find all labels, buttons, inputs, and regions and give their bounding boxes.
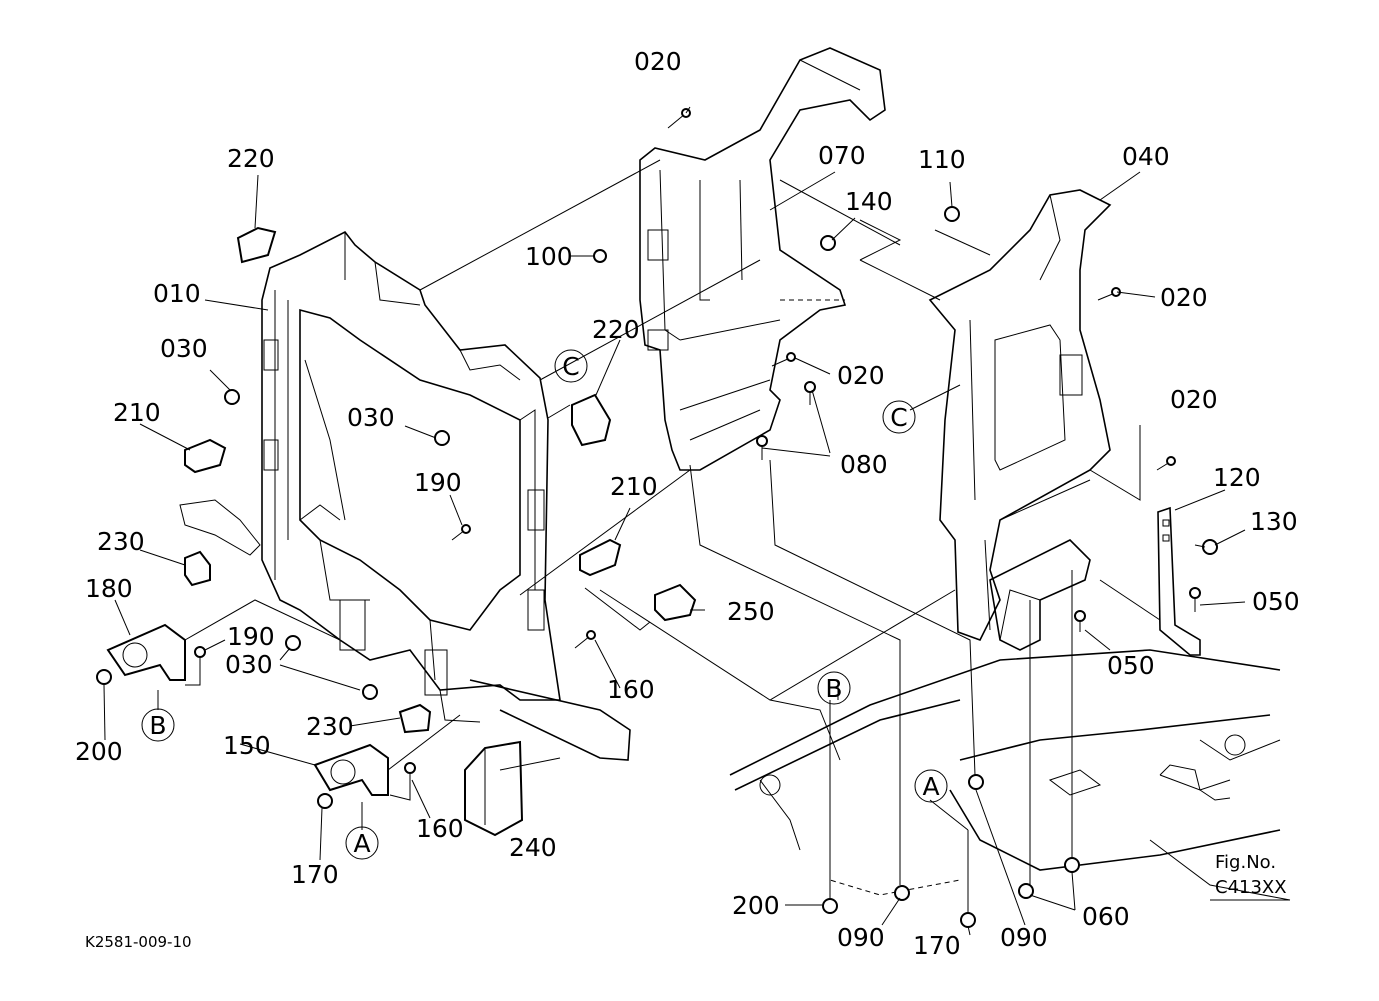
reference-mark-c-2: C [882, 400, 916, 434]
callout-210-a: 210 [113, 398, 161, 427]
reference-mark-b-2: B [141, 708, 175, 742]
callout-020-r2: 020 [1170, 385, 1218, 414]
spacer-230-b [398, 703, 432, 734]
callout-070: 070 [818, 141, 866, 170]
callout-130: 130 [1250, 507, 1298, 536]
callout-190-b: 190 [227, 622, 275, 651]
bracket-150 [313, 743, 389, 796]
part-callouts: 020 070 110 040 220 140 100 020 010 220 … [75, 47, 1300, 960]
callout-160-b: 160 [416, 814, 464, 843]
ref-b-1-label: B [825, 674, 842, 703]
callout-020-top: 020 [634, 47, 682, 76]
callout-230-b: 230 [306, 712, 354, 741]
callout-220-b: 220 [592, 315, 640, 344]
callout-090-b: 090 [1000, 923, 1048, 952]
ref-b-2-label: B [149, 711, 166, 740]
bracket-120 [1157, 506, 1201, 656]
ref-a-1-label: A [922, 772, 939, 801]
callout-020-r1: 020 [1160, 283, 1208, 312]
spacer-230-a [184, 550, 211, 587]
callout-120: 120 [1213, 463, 1261, 492]
callout-110: 110 [918, 145, 966, 174]
rubber-block-210-a [184, 438, 227, 474]
callout-040: 040 [1122, 142, 1170, 171]
ref-a-2-label: A [353, 829, 370, 858]
ref-c-1-label: C [562, 352, 579, 381]
figure-id: C413XX [1215, 877, 1287, 898]
figure-number: Fig.No. C413XX [1210, 852, 1290, 901]
callout-020-mid: 020 [837, 361, 885, 390]
figure-label: Fig.No. [1215, 852, 1276, 873]
callout-180: 180 [85, 574, 133, 603]
reference-mark-a-1: A [914, 769, 948, 803]
callout-050-a: 050 [1252, 587, 1300, 616]
callout-170-a: 170 [291, 860, 339, 889]
radiator-support-frame [261, 230, 631, 761]
callout-090-a: 090 [837, 923, 885, 952]
ref-c-2-label: C [890, 403, 907, 432]
center-shroud-panel [639, 47, 886, 471]
reference-mark-b-1: B [817, 671, 851, 705]
callout-170-b: 170 [913, 931, 961, 960]
callout-140: 140 [845, 187, 893, 216]
callout-210-b: 210 [610, 472, 658, 501]
callout-150: 150 [223, 731, 271, 760]
callout-230-a: 230 [97, 527, 145, 556]
reference-mark-a-2: A [345, 826, 379, 860]
callout-240: 240 [509, 833, 557, 862]
callout-030-a: 030 [160, 334, 208, 363]
lower-duct [989, 539, 1091, 651]
callout-050-b: 050 [1107, 651, 1155, 680]
fasteners [96, 108, 1218, 928]
callout-160-a: 160 [607, 675, 655, 704]
block-240 [464, 740, 524, 837]
right-shroud-panel [928, 189, 1112, 641]
callout-010: 010 [153, 279, 201, 308]
callout-220-a: 220 [227, 144, 275, 173]
callout-250: 250 [727, 597, 775, 626]
cushion-block-220-a [236, 226, 277, 264]
cushion-block-220-b [571, 393, 612, 447]
callout-030-b: 030 [347, 403, 395, 432]
callout-190-a: 190 [414, 468, 462, 497]
callout-060: 060 [1082, 902, 1130, 931]
leader-lines [103, 106, 1246, 936]
rubber-block-210-b [579, 538, 622, 577]
diagram-code: K2581-009-10 [85, 933, 192, 951]
chassis-frame [729, 649, 1291, 901]
callout-080: 080 [840, 450, 888, 479]
reference-mark-c-1: C [554, 349, 588, 383]
callout-200-a: 200 [75, 737, 123, 766]
block-250 [654, 583, 697, 622]
callout-200-b: 200 [732, 891, 780, 920]
callout-100: 100 [525, 242, 573, 271]
callout-030-c: 030 [225, 650, 273, 679]
